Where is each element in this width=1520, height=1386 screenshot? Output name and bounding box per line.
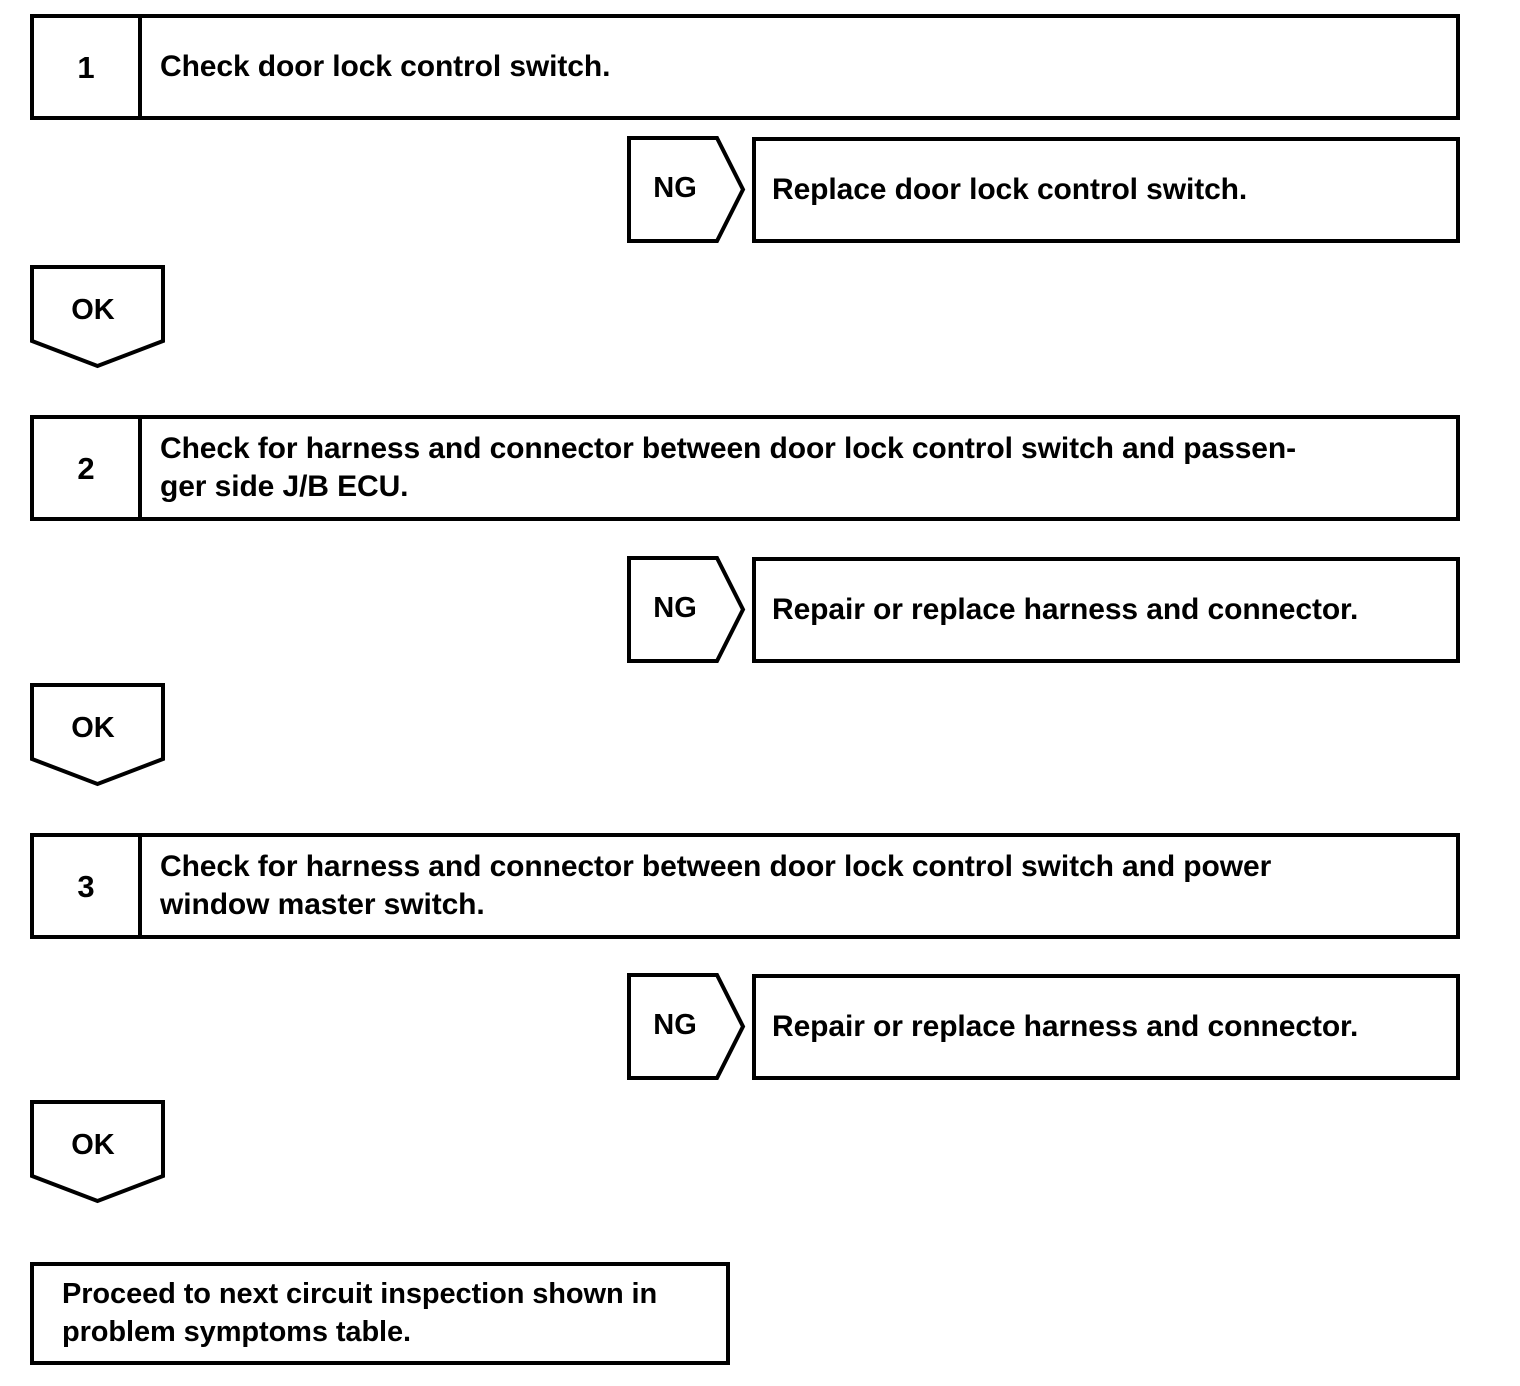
step-text-2-line1: Check for harness and connector between … [160, 431, 1296, 465]
pass-tag-ok-2-label: OK [71, 712, 115, 744]
step-text-1: Check door lock control switch. [160, 49, 611, 83]
step-box-3: 3 Check for harness and connector betwee… [30, 833, 1460, 939]
step-box-1: 1 Check door lock control switch. [30, 14, 1460, 120]
ok-pentagon-arrow-icon [30, 1100, 165, 1204]
ng-pentagon-arrow-icon [627, 136, 746, 243]
ok-pentagon-arrow-icon [30, 683, 165, 787]
step-text-3-line1: Check for harness and connector between … [160, 849, 1272, 883]
step-text-2-line2: ger side J/B ECU. [160, 470, 409, 503]
ng-pentagon-arrow-icon [627, 973, 746, 1080]
pass-tag-ok-1-label: OK [71, 294, 115, 326]
pass-tag-ok-3: OK [30, 1100, 165, 1204]
step-text-2: Check for harness and connector between … [142, 419, 1456, 517]
step-number-2: 2 [34, 419, 142, 517]
pass-tag-ok-2: OK [30, 683, 165, 787]
terminal-box: Proceed to next circuit inspection shown… [30, 1262, 730, 1365]
terminal-text-line2: problem symptoms table. [62, 1315, 411, 1348]
branch-tag-ng-3: NG [627, 973, 746, 1080]
result-box-3: Repair or replace harness and connector. [752, 974, 1460, 1080]
pass-tag-ok-3-label: OK [71, 1129, 115, 1161]
step-box-2: 2 Check for harness and connector betwee… [30, 415, 1460, 521]
result-box-1: Replace door lock control switch. [752, 137, 1460, 243]
ok-pentagon-arrow-icon [30, 265, 165, 369]
step-number-1: 1 [34, 18, 142, 116]
pass-tag-ok-1: OK [30, 265, 165, 369]
branch-tag-ng-3-label: NG [653, 1009, 697, 1041]
branch-tag-ng-2: NG [627, 556, 746, 663]
branch-tag-ng-1: NG [627, 136, 746, 243]
ng-pentagon-arrow-icon [627, 556, 746, 663]
step-number-3: 3 [34, 837, 142, 935]
result-box-2: Repair or replace harness and connector. [752, 557, 1460, 663]
step-text-3-line2: window master switch. [160, 888, 485, 921]
terminal-text-line1: Proceed to next circuit inspection shown… [62, 1277, 658, 1310]
branch-tag-ng-1-label: NG [653, 172, 697, 204]
step-text-3: Check for harness and connector between … [142, 837, 1456, 935]
branch-tag-ng-2-label: NG [653, 592, 697, 624]
